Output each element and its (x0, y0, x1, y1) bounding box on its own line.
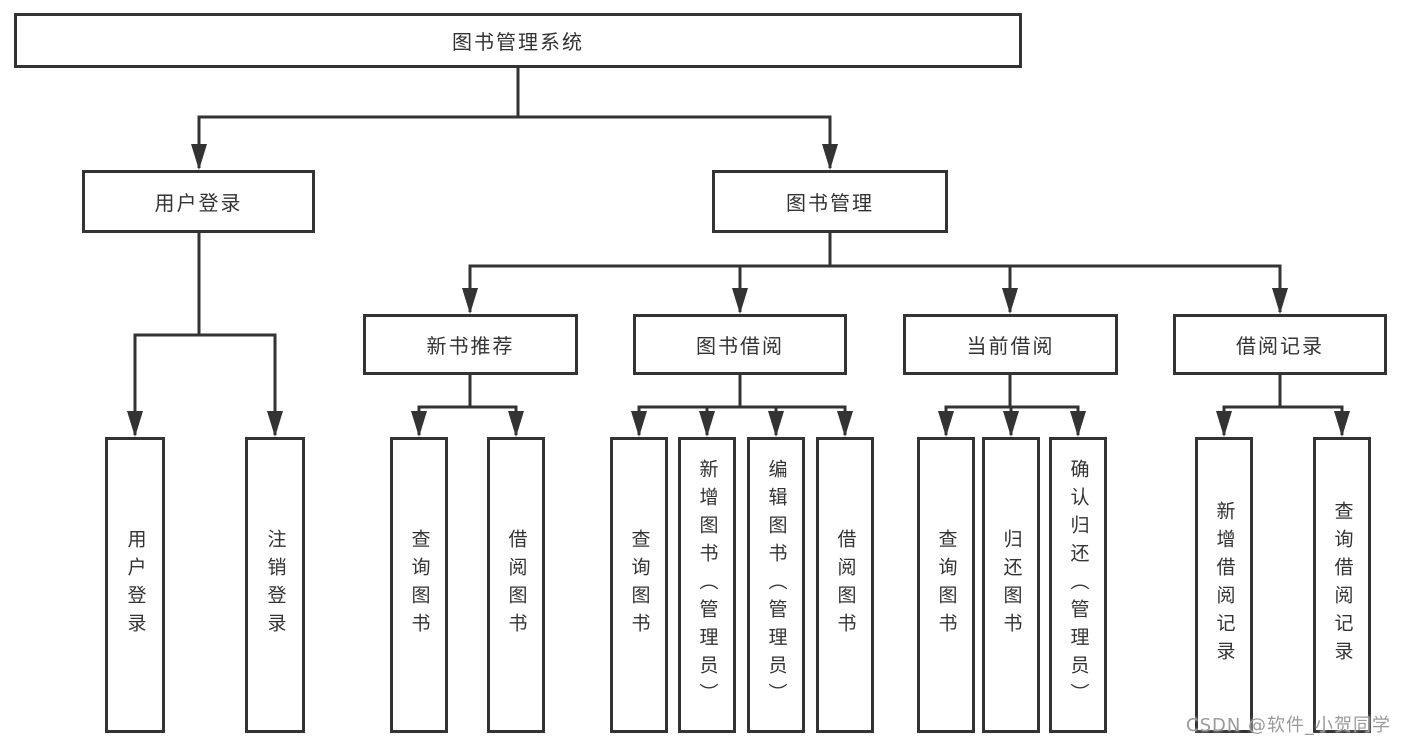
node-book-management: 图书管理 (712, 170, 948, 233)
leaf-borrowing-borrow-books: 借阅图书 (816, 437, 874, 733)
csdn-watermark: CSDN @软件_小贺同学 (1186, 715, 1392, 736)
node-new-book-recommendation: 新书推荐 (363, 314, 578, 375)
leaf-borrowing-add-books-admin: 新增图书（管理员） (678, 437, 736, 733)
leaf-current-return-books: 归还图书 (982, 437, 1040, 733)
leaf-recommend-borrow-books: 借阅图书 (487, 437, 545, 733)
node-book-borrowing: 图书借阅 (633, 314, 847, 375)
node-user-login: 用户登录 (82, 170, 315, 233)
leaf-recommend-query-books: 查询图书 (390, 437, 448, 733)
leaf-records-query-record: 查询借阅记录 (1313, 437, 1371, 733)
leaf-borrowing-query-books: 查询图书 (610, 437, 668, 733)
node-current-borrowing: 当前借阅 (903, 314, 1118, 375)
arrowhead-icons (127, 144, 1350, 437)
node-borrow-records: 借阅记录 (1173, 314, 1387, 375)
leaf-current-confirm-return-admin: 确认归还（管理员） (1049, 437, 1107, 733)
leaf-records-add-record: 新增借阅记录 (1195, 437, 1253, 733)
leaf-user-login: 用户登录 (105, 437, 165, 733)
node-root-system: 图书管理系统 (14, 13, 1022, 68)
leaf-current-query-books: 查询图书 (917, 437, 975, 733)
leaf-borrowing-edit-books-admin: 编辑图书（管理员） (747, 437, 805, 733)
leaf-logout: 注销登录 (245, 437, 305, 733)
